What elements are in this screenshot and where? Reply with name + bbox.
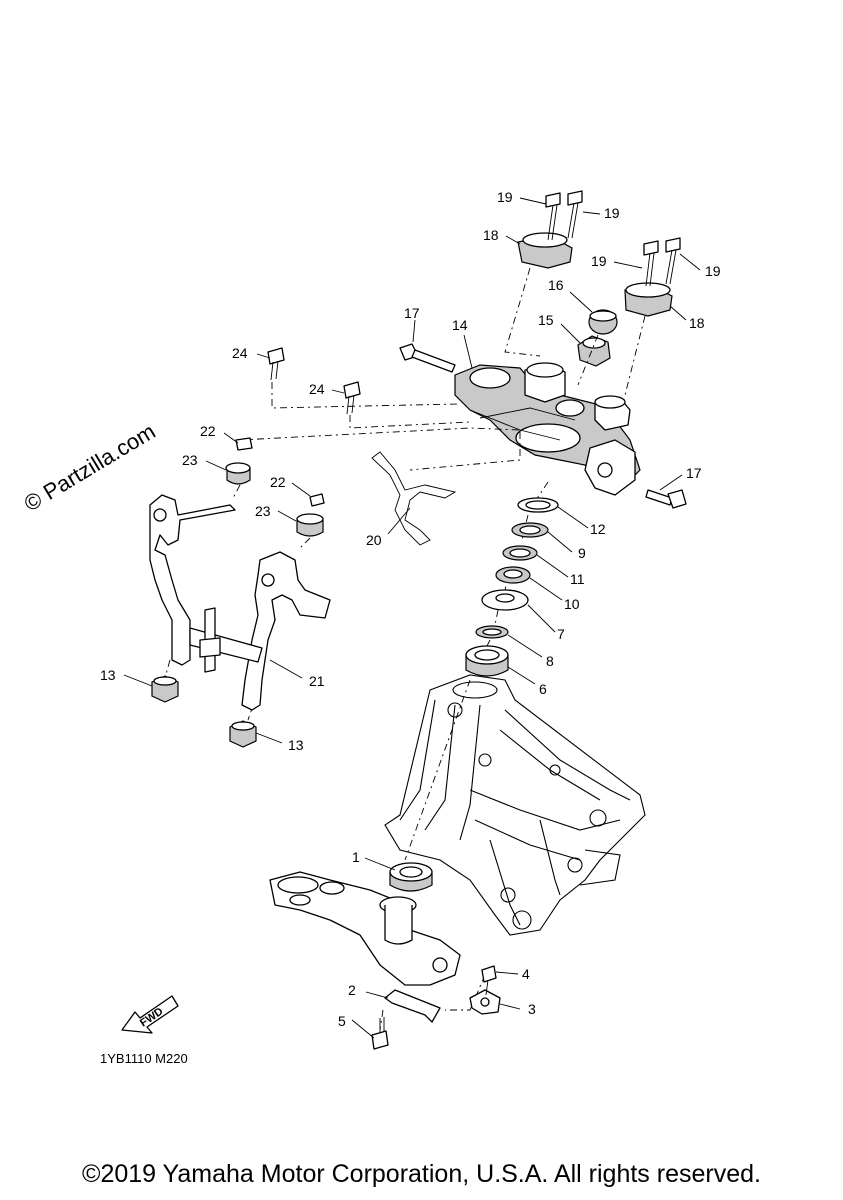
- leader-lines: [123, 197, 701, 1039]
- ring-nut-9: [511, 522, 549, 538]
- bolt-19-b: [567, 190, 583, 239]
- callout-numbers: 19 19 18 19 19 16 18 17 14 15 24 24 22 2…: [100, 189, 721, 1029]
- frame-head-pipe: [384, 674, 646, 936]
- damper-23-left: [225, 462, 251, 485]
- callout-23-a: 23: [182, 452, 198, 468]
- callout-19-d: 19: [705, 263, 721, 279]
- callout-6: 6: [539, 681, 547, 697]
- nut-13-right: [229, 720, 257, 748]
- bolt-19-c: [643, 240, 659, 287]
- callout-21: 21: [309, 673, 325, 689]
- bolt-4: [481, 965, 497, 996]
- bolt-19-a: [545, 192, 561, 241]
- bolt-24-top: [267, 347, 285, 381]
- callout-22-a: 22: [200, 423, 216, 439]
- callout-7: 7: [557, 626, 565, 642]
- callout-24-a: 24: [232, 345, 248, 361]
- callout-23-b: 23: [255, 503, 271, 519]
- under-bracket: [269, 871, 461, 986]
- bracket-20: [371, 451, 457, 546]
- bolt-5: [371, 1017, 389, 1050]
- callout-10: 10: [564, 596, 580, 612]
- callout-11: 11: [570, 571, 585, 587]
- callout-13-b: 13: [288, 737, 304, 753]
- callout-19-b: 19: [604, 205, 620, 221]
- callout-3: 3: [528, 1001, 536, 1017]
- bolt-19-d: [665, 237, 681, 285]
- clamp-3: [469, 989, 501, 1015]
- bolt-17-left: [399, 343, 456, 373]
- headlight-stay-21: [149, 494, 331, 711]
- bolt-17-right: [645, 489, 687, 509]
- cover-7: [481, 589, 529, 611]
- collar-22-left: [235, 437, 253, 451]
- partzilla-watermark: © Partzilla.com: [20, 419, 160, 517]
- callout-16: 16: [548, 277, 564, 293]
- callout-4: 4: [522, 966, 530, 982]
- damper-23-right: [296, 513, 324, 537]
- handlebar-holder-upper-left: [517, 232, 573, 269]
- callout-14: 14: [452, 317, 468, 333]
- bearing-1: [389, 862, 433, 892]
- callout-18-a: 18: [483, 227, 499, 243]
- rubber-washer-11: [502, 545, 538, 561]
- callout-17-b: 17: [686, 465, 702, 481]
- handlebar-holder-upper-right: [624, 282, 673, 317]
- copyright-notice: ©2019 Yamaha Motor Corporation, U.S.A. A…: [82, 1160, 761, 1188]
- seal-8: [475, 625, 509, 639]
- callout-22-b: 22: [270, 474, 286, 490]
- collar-22-right: [309, 493, 325, 507]
- callout-8: 8: [546, 653, 554, 669]
- callout-9: 9: [578, 545, 586, 561]
- ring-nut-10: [495, 566, 531, 584]
- callout-1: 1: [352, 849, 360, 865]
- bearing-6: [465, 645, 509, 677]
- cap-16: [588, 309, 618, 335]
- callout-12: 12: [590, 521, 606, 537]
- diagram-code: 1YB1110 M220: [100, 1051, 188, 1066]
- nut-13-left: [151, 675, 179, 703]
- callout-20: 20: [366, 532, 382, 548]
- upper-bracket: [454, 362, 641, 496]
- callout-24-b: 24: [309, 381, 325, 397]
- callout-18-b: 18: [689, 315, 705, 331]
- lock-washer-12: [517, 497, 559, 513]
- callout-19-a: 19: [497, 189, 513, 205]
- callout-19-c: 19: [591, 253, 607, 269]
- callout-13-a: 13: [100, 667, 116, 683]
- nut-15: [577, 335, 611, 367]
- hose-guide-2: [384, 989, 441, 1023]
- fwd-arrow-icon: FWD: [121, 995, 179, 1034]
- callout-2: 2: [348, 982, 356, 998]
- callout-15: 15: [538, 312, 554, 328]
- callout-17-a: 17: [404, 305, 420, 321]
- bolt-24-bottom: [343, 381, 361, 415]
- callout-5: 5: [338, 1013, 346, 1029]
